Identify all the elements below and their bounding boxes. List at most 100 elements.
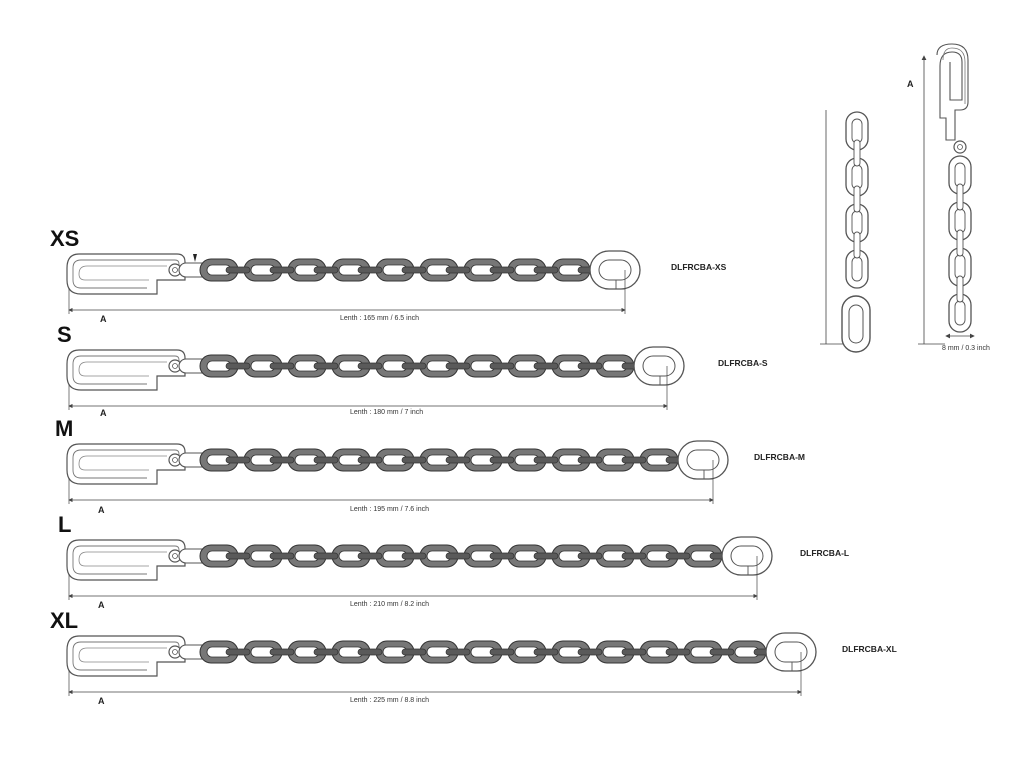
flat-link [709, 648, 735, 656]
width-label: 8 mm / 0.3 inch [942, 345, 990, 352]
vertical-link-hole [851, 164, 863, 190]
clip-eye-hole [172, 363, 178, 369]
end-ring-inner [642, 355, 676, 377]
a-label: A [100, 314, 107, 324]
a-label: A [98, 505, 105, 515]
flat-link [489, 552, 515, 560]
flat-link [269, 552, 295, 560]
chain-links [178, 448, 691, 472]
flat-link [313, 266, 339, 274]
length-dimension [68, 366, 668, 410]
flat-link [225, 362, 251, 370]
chain-row-xs: XS DLFRCBA-XS A Lenth : 165 mm / 6.5 inc… [50, 226, 727, 324]
chain-row-s: S DLFRCBA-S A Lenth : 180 mm / 7 inch [57, 322, 768, 418]
length-label: Lenth : 180 mm / 7 inch [350, 409, 423, 416]
flat-link [577, 456, 603, 464]
flat-link [445, 456, 471, 464]
vertical-link-hole [954, 208, 966, 234]
flat-link [533, 552, 559, 560]
a-label: A [98, 600, 105, 610]
chain-links [178, 258, 603, 282]
flat-link [445, 362, 471, 370]
flat-link [357, 456, 383, 464]
vertical-link-hole [954, 162, 966, 188]
flat-link [401, 552, 427, 560]
flat-link [489, 362, 515, 370]
flat-link [269, 362, 295, 370]
flat-link [357, 266, 383, 274]
flat-link [313, 552, 339, 560]
clip-inner-line [72, 641, 180, 671]
vertical-link-hole [851, 210, 863, 236]
flat-link [533, 362, 559, 370]
clip-eye-hole [172, 553, 178, 559]
clip-slot-line [78, 361, 167, 377]
chain-row-xl: XL DLFRCBA-XL A Lenth : 225 mm / 8.8 inc… [50, 608, 897, 706]
flat-link [489, 648, 515, 656]
flat-link [269, 456, 295, 464]
product-code: DLFRCBA-XL [842, 644, 897, 654]
chain-row-l: L DLFRCBA-L A Lenth : 210 mm / 8.2 inch [58, 512, 849, 610]
flat-link [621, 456, 647, 464]
end-ring [721, 536, 773, 576]
vertical-link-hole [954, 254, 966, 280]
chain-row-m: M DLFRCBA-M A Lenth : 195 mm / 7.6 inch [55, 416, 805, 515]
end-ring-inner [598, 259, 632, 281]
clip-outline [66, 539, 186, 581]
flat-link [577, 552, 603, 560]
flat-link [445, 552, 471, 560]
flat-link [225, 266, 251, 274]
flat-link [313, 362, 339, 370]
flat-link [489, 456, 515, 464]
flat-link [269, 648, 295, 656]
end-ring-inner [686, 449, 720, 471]
product-code: DLFRCBA-L [800, 548, 849, 558]
product-code: DLFRCBA-M [754, 452, 805, 462]
length-label: Lenth : 225 mm / 8.8 inch [350, 697, 429, 704]
clip-outline [66, 253, 186, 295]
clip-outline [66, 635, 186, 677]
vertical-chain-with-clip: A 8 mm / 0.3 inch [907, 43, 990, 352]
flat-link [621, 648, 647, 656]
size-label: S [57, 322, 72, 347]
a-label: A [98, 696, 105, 706]
clip-eye-hole [172, 457, 178, 463]
length-label: Lenth : 210 mm / 8.2 inch [350, 601, 429, 608]
end-ring [765, 632, 817, 672]
flat-link [445, 648, 471, 656]
clip-hook [66, 539, 186, 581]
vertical-link-hole [851, 118, 863, 144]
flat-link [401, 456, 427, 464]
clip-slot-line [78, 647, 167, 663]
flat-link [621, 552, 647, 560]
flat-link [225, 648, 251, 656]
flat-link [577, 648, 603, 656]
vertical-links [948, 155, 972, 333]
clip-hook [66, 253, 197, 295]
end-ring [633, 346, 685, 386]
flat-link [357, 362, 383, 370]
flat-link [357, 552, 383, 560]
length-dimension [68, 652, 802, 696]
vertical-flat-link [853, 231, 861, 259]
vertical-flat-link [956, 229, 964, 257]
chain-links [178, 640, 779, 664]
clip-eye-hole [172, 267, 178, 273]
vertical-flat-link [956, 183, 964, 211]
flat-link [533, 456, 559, 464]
clip-slot-line [78, 455, 167, 471]
flat-link [401, 362, 427, 370]
length-dimension [68, 556, 758, 600]
clip-hook [66, 443, 186, 485]
vertical-flat-link [956, 275, 964, 303]
clip-inner-line [72, 355, 180, 385]
vertical-link-hole [954, 300, 966, 326]
end-ring-inner [774, 641, 808, 663]
clip-slot-line [78, 551, 167, 567]
clip-inner-line [72, 449, 180, 479]
size-label: XS [50, 226, 79, 251]
length-label: Lenth : 195 mm / 7.6 inch [350, 506, 429, 513]
flat-link [313, 648, 339, 656]
clip-outline [66, 349, 186, 391]
